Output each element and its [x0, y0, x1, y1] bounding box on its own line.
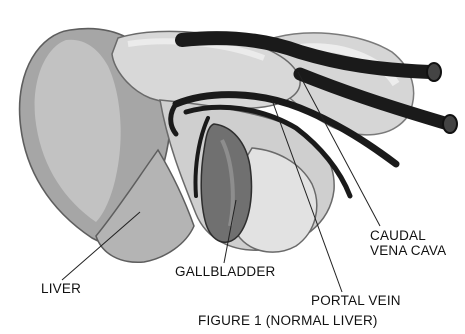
caudal-vena-cava-label: CAUDAL VENA CAVA: [370, 228, 446, 258]
portal-vein-label: PORTAL VEIN: [311, 293, 401, 308]
gallbladder-label: GALLBLADDER: [175, 264, 276, 279]
liver-label: LIVER: [41, 281, 81, 296]
figure-caption: FIGURE 1 (NORMAL LIVER): [198, 313, 378, 328]
